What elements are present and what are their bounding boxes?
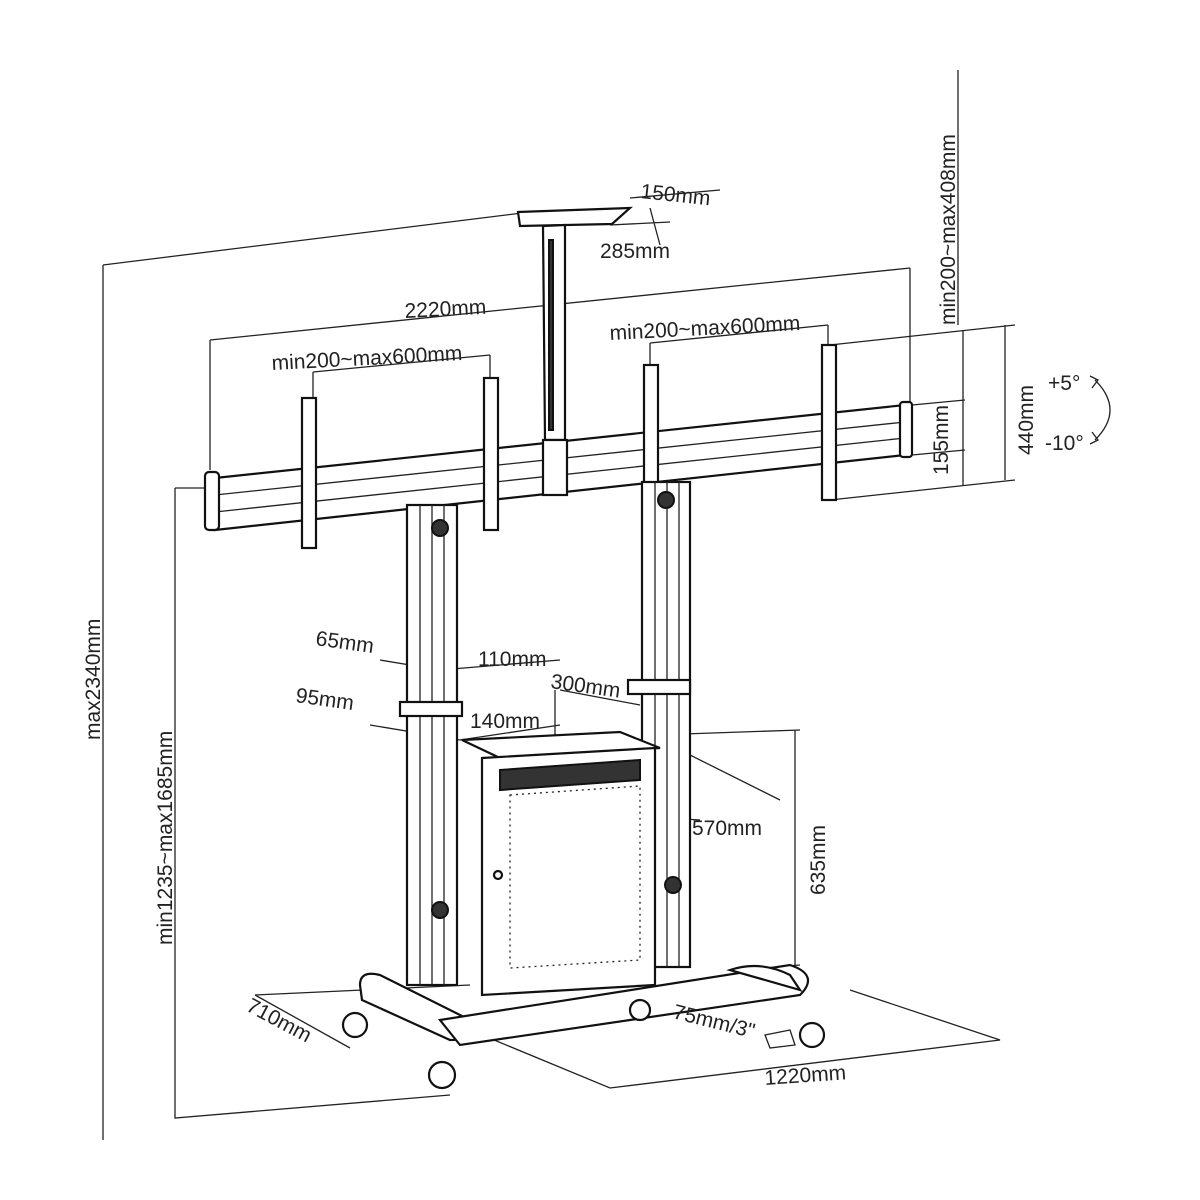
- label-lower-pole-width: 140mm: [470, 710, 540, 733]
- label-vesa-right: min200~max600mm: [609, 312, 801, 345]
- label-lower-pole-depth: 95mm: [294, 684, 355, 715]
- base: [358, 963, 810, 1047]
- label-base-depth: 710mm: [243, 994, 316, 1047]
- top-shelf: [516, 206, 634, 442]
- label-cabinet-height: 635mm: [807, 825, 830, 895]
- label-cabinet-width: 570mm: [692, 817, 762, 840]
- label-vesa-height: min200~max408mm: [937, 134, 960, 325]
- dimension-lines: [102, 70, 1111, 1140]
- label-crossbar-width: 2220mm: [404, 296, 487, 323]
- label-rail-height: 155mm: [930, 405, 953, 475]
- label-tilt-up: +5°: [1048, 372, 1080, 395]
- label-vesa-left: min200~max600mm: [271, 342, 463, 375]
- casters: [341, 998, 826, 1090]
- label-upper-pole-width: 110mm: [478, 648, 546, 671]
- label-base-width: 1220mm: [764, 1061, 847, 1090]
- label-cabinet-depth: 300mm: [549, 670, 622, 703]
- label-height-range: min1235~max1685mm: [154, 731, 177, 945]
- label-max-height: max2340mm: [82, 619, 105, 740]
- label-bracket-height: 440mm: [1015, 385, 1038, 455]
- poles: [398, 480, 692, 987]
- label-shelf-depth: 285mm: [600, 240, 670, 263]
- label-shelf-width: 150mm: [639, 180, 711, 210]
- label-tilt-down: -10°: [1045, 432, 1084, 455]
- crossbar: [203, 400, 914, 532]
- vesa-brackets: [300, 343, 838, 550]
- label-upper-pole-depth: 65mm: [314, 627, 375, 658]
- cabinet: [461, 730, 661, 997]
